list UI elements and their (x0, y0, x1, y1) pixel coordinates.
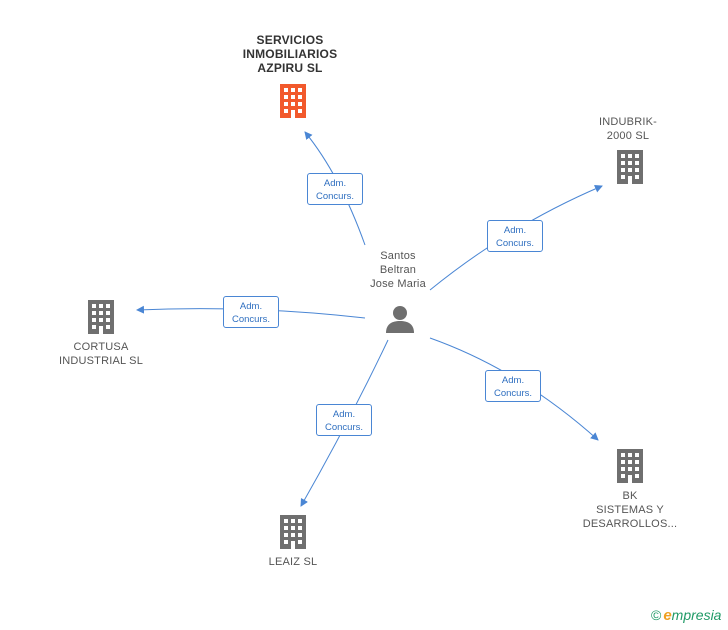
node-label-line: SISTEMAS Y (596, 504, 664, 516)
edge-label-line: Concurs. (315, 191, 354, 202)
building-icon[interactable] (277, 84, 309, 118)
node-label-bk[interactable]: BK SISTEMAS Y DESARROLLOS... (570, 489, 690, 531)
edge-label-line: Adm. (239, 301, 263, 312)
brand-name: mpresia (671, 607, 722, 623)
center-label-line: Jose Maria (370, 278, 426, 290)
edge-label-line: Adm. (501, 375, 525, 386)
edge-label-bk[interactable]: Adm. Concurs. (485, 370, 541, 402)
building-icon[interactable] (85, 300, 117, 334)
edge-label-line: Concurs. (324, 422, 363, 433)
edge-label-line: Adm. (503, 225, 527, 236)
node-label-line: 2000 SL (606, 130, 650, 142)
node-label-line: CORTUSA (73, 341, 129, 353)
edge-label-leaiz[interactable]: Adm. Concurs. (316, 404, 372, 436)
edge-label-line: Adm. (323, 178, 347, 189)
edge-label-cortusa[interactable]: Adm. Concurs. (223, 296, 279, 328)
brand-logo: ©empresia (651, 607, 721, 624)
center-label-line: Beltran (379, 264, 417, 276)
node-label-line: INDUSTRIAL SL (58, 355, 144, 367)
node-label-indubrik[interactable]: INDUBRIK- 2000 SL (580, 115, 676, 143)
node-label-line: AZPIRU SL (257, 61, 323, 75)
center-label[interactable]: Santos Beltran Jose Maria (355, 249, 441, 291)
edge-label-line: Concurs. (495, 238, 534, 249)
node-label-line: INDUBRIK- (598, 116, 658, 128)
node-label-cortusa[interactable]: CORTUSA INDUSTRIAL SL (45, 340, 157, 368)
edge-label-line: Adm. (332, 409, 356, 420)
node-label-line: SERVICIOS (256, 33, 324, 47)
person-icon[interactable] (385, 304, 415, 334)
edge-label-line: Concurs. (493, 388, 532, 399)
node-label-line: LEAIZ SL (268, 556, 318, 568)
node-label-leaiz[interactable]: LEAIZ SL (248, 555, 338, 569)
building-icon[interactable] (614, 150, 646, 184)
building-icon[interactable] (277, 515, 309, 549)
edge-label-line: Concurs. (231, 314, 270, 325)
center-label-line: Santos (380, 250, 416, 262)
node-label-azpiru[interactable]: SERVICIOS INMOBILIARIOS AZPIRU SL (230, 33, 350, 75)
copyright-icon: © (651, 607, 662, 623)
node-label-line: INMOBILIARIOS (242, 47, 338, 61)
node-label-line: DESARROLLOS... (582, 518, 678, 530)
edge-label-azpiru[interactable]: Adm. Concurs. (307, 173, 363, 205)
edge-label-indubrik[interactable]: Adm. Concurs. (487, 220, 543, 252)
node-label-line: BK (622, 490, 638, 502)
brand-initial: e (663, 607, 672, 624)
building-icon[interactable] (614, 449, 646, 483)
